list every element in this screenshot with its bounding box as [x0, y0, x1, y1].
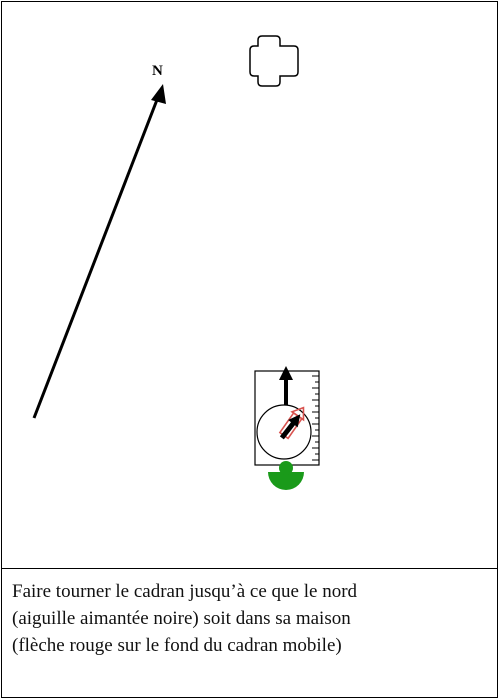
travel-arrowhead-icon	[279, 366, 293, 380]
caption-line-2: (aiguille aimantée noire) soit dans sa m…	[12, 608, 351, 629]
caption-divider	[1, 568, 498, 569]
compass-icon	[254, 366, 320, 466]
north-label: N	[152, 63, 163, 79]
north-arrowhead-icon	[151, 84, 166, 104]
ruler-ticks	[312, 375, 319, 461]
orientation-diagram: N	[32, 35, 320, 490]
magnetic-needle-icon	[279, 414, 301, 440]
caption-line-3: (flèche rouge sur le fond du cadran mobi…	[12, 635, 342, 656]
caption-line-1: Faire tourner le cadran jusqu’à ce que l…	[12, 581, 358, 602]
house-icon	[249, 35, 299, 87]
north-arrow-icon	[32, 91, 162, 419]
caption: Faire tourner le cadran jusqu’à ce que l…	[12, 578, 490, 659]
sight-marker-icon	[268, 461, 304, 490]
